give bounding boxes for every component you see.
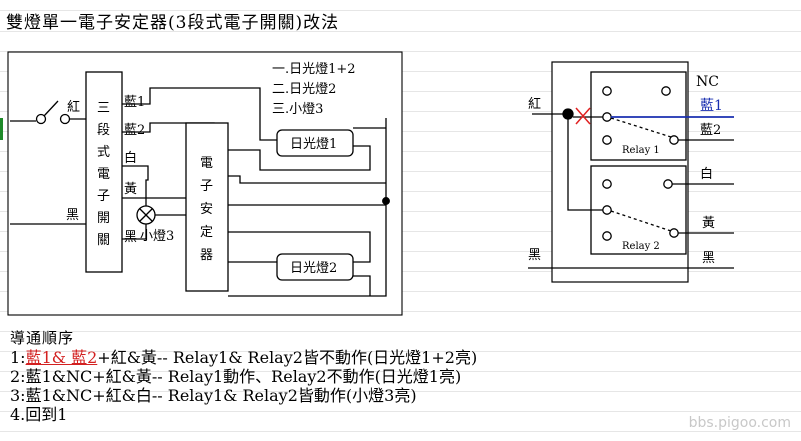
label-red-wire: 紅	[67, 100, 80, 115]
switch-unit-char-2: 段	[97, 123, 110, 138]
label-blue1-right: 藍1	[700, 98, 723, 114]
ballast-char-2: 子	[200, 179, 213, 194]
ballast-box	[185, 122, 229, 292]
relay1-label: Relay 1	[622, 145, 660, 156]
label-yellow: 黃	[124, 182, 137, 197]
label-yellow-right: 黃	[702, 216, 715, 231]
label-blue2: 藍2	[124, 123, 145, 138]
notes-line-2: 2:藍1&NC+紅&黃-- Relay1動作、Relay2不動作(日光燈1亮)	[10, 367, 462, 386]
lamp2-box	[276, 253, 354, 281]
label-black-wire: 黑	[66, 208, 79, 223]
label-small-lamp: 小燈3	[140, 229, 174, 244]
label-red-right: 紅	[528, 97, 541, 112]
ballast-char-4: 定	[200, 225, 213, 240]
switch-unit-box	[85, 71, 123, 273]
legend-item-2: 二.日光燈2	[272, 82, 336, 97]
switch-unit-char-3: 式	[97, 145, 110, 160]
label-black-left: 黑	[528, 248, 541, 263]
wall-switch-contact-a	[35, 113, 47, 125]
wall-switch-contact-b	[59, 113, 71, 125]
cell-selection-marker	[0, 118, 3, 140]
notes-line-1: 1:藍1& 藍2+紅&黃-- Relay1& Relay2皆不動作(日光燈1+2…	[10, 348, 477, 367]
legend-item-3: 三.小燈3	[272, 102, 323, 117]
left-diagram	[7, 51, 403, 316]
switch-unit-char-4: 電	[97, 167, 110, 182]
label-white-right: 白	[700, 166, 713, 182]
label-blue2-right: 藍2	[700, 123, 721, 138]
ballast-char-5: 器	[200, 248, 213, 263]
notes-line-3: 3:藍1&NC+紅&白-- Relay1& Relay2皆動作(小燈3亮)	[10, 386, 417, 405]
ballast-char-1: 電	[200, 156, 213, 171]
notes-heading: 導通順序	[10, 329, 75, 347]
label-white: 白	[124, 150, 137, 166]
label-nc: NC	[696, 74, 719, 90]
label-black-right: 黑	[702, 251, 715, 266]
notes-line-1-rest: +紅&黃-- Relay1& Relay2皆不動作(日光燈1+2亮)	[97, 348, 478, 367]
switch-unit-char-7: 關	[97, 233, 110, 248]
legend-item-1: 一.日光燈1+2	[272, 62, 356, 77]
label-black2: 黑	[124, 230, 137, 245]
operation-sequence-notes: 導通順序 1:藍1& 藍2+紅&黃-- Relay1& Relay2皆不動作(日…	[10, 329, 477, 424]
lamp1-label: 日光燈1	[290, 137, 337, 152]
lamp2-label: 日光燈2	[290, 261, 337, 276]
junction-dot	[382, 197, 390, 205]
right-diagram	[528, 61, 734, 283]
right-diagram-labels: NC 藍1 藍2 白 黃 紅 黑 黑 Relay 1 Relay 2	[528, 74, 723, 266]
wiring-diagrams: 一.日光燈1+2 二.日光燈2 三.小燈3 紅 黑 三 段 式 電 子 開 關 …	[7, 51, 734, 316]
notes-line-4: 4.回到1	[10, 405, 68, 424]
switch-unit-char-6: 開	[97, 211, 110, 226]
label-blue1: 藍1	[124, 95, 145, 110]
relay2-label: Relay 2	[622, 241, 660, 252]
site-watermark: bbs.pigoo.com	[688, 415, 791, 431]
notes-line-1-highlight: 藍1& 藍2	[25, 348, 98, 367]
ballast-char-3: 安	[200, 202, 213, 217]
notes-line-1-prefix: 1:	[10, 348, 26, 367]
page-title: 雙燈單一電子安定器(3段式電子開關)改法	[6, 13, 340, 33]
switch-unit-char-1: 三	[97, 101, 110, 116]
lamp1-box	[276, 129, 354, 157]
switch-unit-char-5: 子	[97, 189, 110, 204]
left-diagram-labels: 一.日光燈1+2 二.日光燈2 三.小燈3 紅 黑 三 段 式 電 子 開 關 …	[66, 62, 356, 276]
